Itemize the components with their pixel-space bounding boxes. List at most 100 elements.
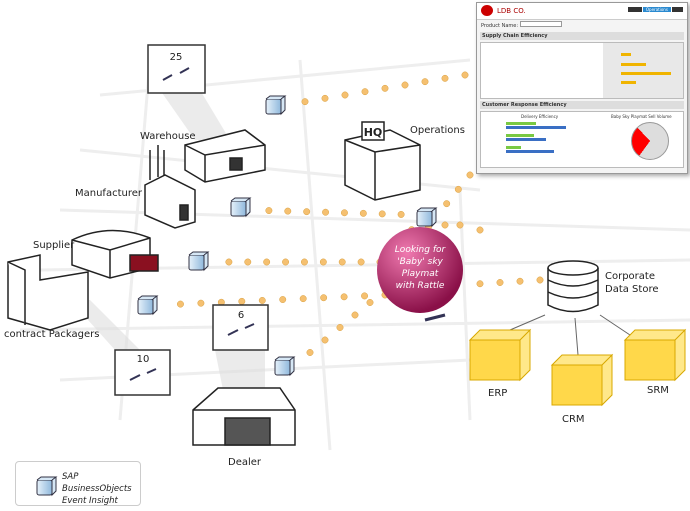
event-cube-icon [230, 197, 251, 217]
event-dot [476, 226, 484, 234]
section-customer-response: Customer Response Efficiency [480, 101, 684, 109]
event-dot [496, 279, 504, 286]
event-dot [536, 276, 544, 284]
event-dot [319, 258, 327, 266]
event-dot [322, 208, 330, 216]
erp-box [469, 329, 531, 381]
supply-chain-panel [480, 42, 684, 99]
event-dot [338, 258, 346, 266]
company-logo [481, 5, 493, 16]
event-dot [282, 258, 290, 266]
event-dot [284, 207, 292, 215]
label-datastore-2: Data Store [605, 284, 659, 295]
event-dot [397, 210, 405, 218]
dash-tab[interactable] [671, 7, 683, 12]
label-erp: ERP [488, 388, 507, 399]
event-dot [361, 88, 369, 96]
svg-text:HQ: HQ [364, 126, 383, 139]
event-dot [320, 294, 328, 302]
event-dot [378, 210, 386, 218]
event-dot [456, 221, 464, 229]
svg-text:Looking for: Looking for [395, 245, 447, 255]
event-flow-dots [177, 71, 544, 356]
product-label: Product Name: [481, 23, 519, 29]
event-dot [244, 258, 252, 266]
event-dot [238, 297, 246, 305]
counter-packagers: 10 [137, 354, 150, 365]
event-dot [321, 336, 329, 344]
event-dot [461, 71, 469, 79]
warehouse-building [184, 129, 266, 183]
event-dot [443, 200, 451, 208]
event-dot [303, 208, 311, 216]
label-warehouse: Warehouse [140, 131, 196, 142]
event-dot [466, 171, 474, 179]
crm-box [551, 354, 613, 406]
event-dot [351, 311, 359, 319]
product-select[interactable] [519, 21, 562, 27]
event-dot [279, 296, 287, 303]
legend-line-2: Event Insight [62, 496, 118, 506]
event-dot [225, 258, 233, 266]
event-cube-icon [265, 95, 286, 115]
svg-text:Playmat: Playmat [402, 269, 439, 279]
event-cube-icon [137, 295, 158, 315]
event-dot [516, 277, 524, 285]
label-manufacturer: Manufacturer [75, 188, 143, 199]
event-dot [441, 74, 449, 82]
label-srm: SRM [647, 385, 669, 396]
event-dot [421, 78, 429, 86]
customer-response-panel: Delivery Efficiency Baby Sky Playmat Sel… [480, 111, 684, 168]
event-dot [454, 185, 462, 193]
legend-line-1: SAP BusinessObjects [62, 472, 132, 494]
event-dot [301, 98, 309, 106]
event-dot [401, 81, 409, 89]
dashboard-window: LDB CO. Operations Product Name: Supply … [476, 2, 688, 174]
event-dot [336, 324, 344, 331]
counter-dealer: 6 [238, 310, 244, 321]
event-dot [341, 91, 349, 99]
event-dot [359, 209, 367, 217]
manufacturer-building [144, 145, 196, 229]
counter-callout-dealer: 6 [212, 304, 269, 400]
event-cube-icon [416, 207, 437, 227]
event-dot [357, 258, 365, 266]
event-dot [299, 295, 307, 303]
corporate-data-store [547, 260, 599, 313]
srm-box [624, 329, 686, 381]
company-name: LDB CO. [497, 7, 526, 15]
label-supplier: Supplier [33, 240, 75, 251]
system-arrows [509, 314, 631, 356]
label-operations: Operations [410, 125, 465, 136]
event-insight-cube-icon [36, 476, 57, 496]
event-dot [258, 297, 266, 304]
event-dot [476, 280, 484, 288]
hq-building: HQ [344, 121, 421, 201]
pie-chart [631, 122, 669, 160]
event-dot [197, 299, 205, 307]
dash-tab[interactable] [628, 7, 642, 12]
label-datastore-1: Corporate [605, 271, 655, 282]
svg-text:'Baby' sky: 'Baby' sky [397, 257, 443, 267]
dash-tab-operations[interactable]: Operations [642, 7, 671, 12]
event-dot [366, 299, 374, 306]
event-dot [300, 258, 308, 266]
event-dot [306, 349, 314, 356]
counter-warehouse: 25 [170, 52, 183, 63]
event-dot [361, 292, 368, 300]
counter-callout-warehouse: 25 [147, 44, 230, 140]
event-dot [340, 209, 348, 217]
event-dot [263, 258, 271, 266]
event-dot [340, 293, 348, 301]
svg-text:with Rattle: with Rattle [396, 281, 445, 291]
event-cube-icon [188, 251, 209, 271]
event-dot [381, 84, 389, 92]
packagers-building [7, 254, 89, 331]
event-dot [441, 221, 449, 229]
supplier-building [71, 229, 159, 279]
event-dot [321, 94, 329, 102]
label-dealer: Dealer [228, 457, 262, 468]
